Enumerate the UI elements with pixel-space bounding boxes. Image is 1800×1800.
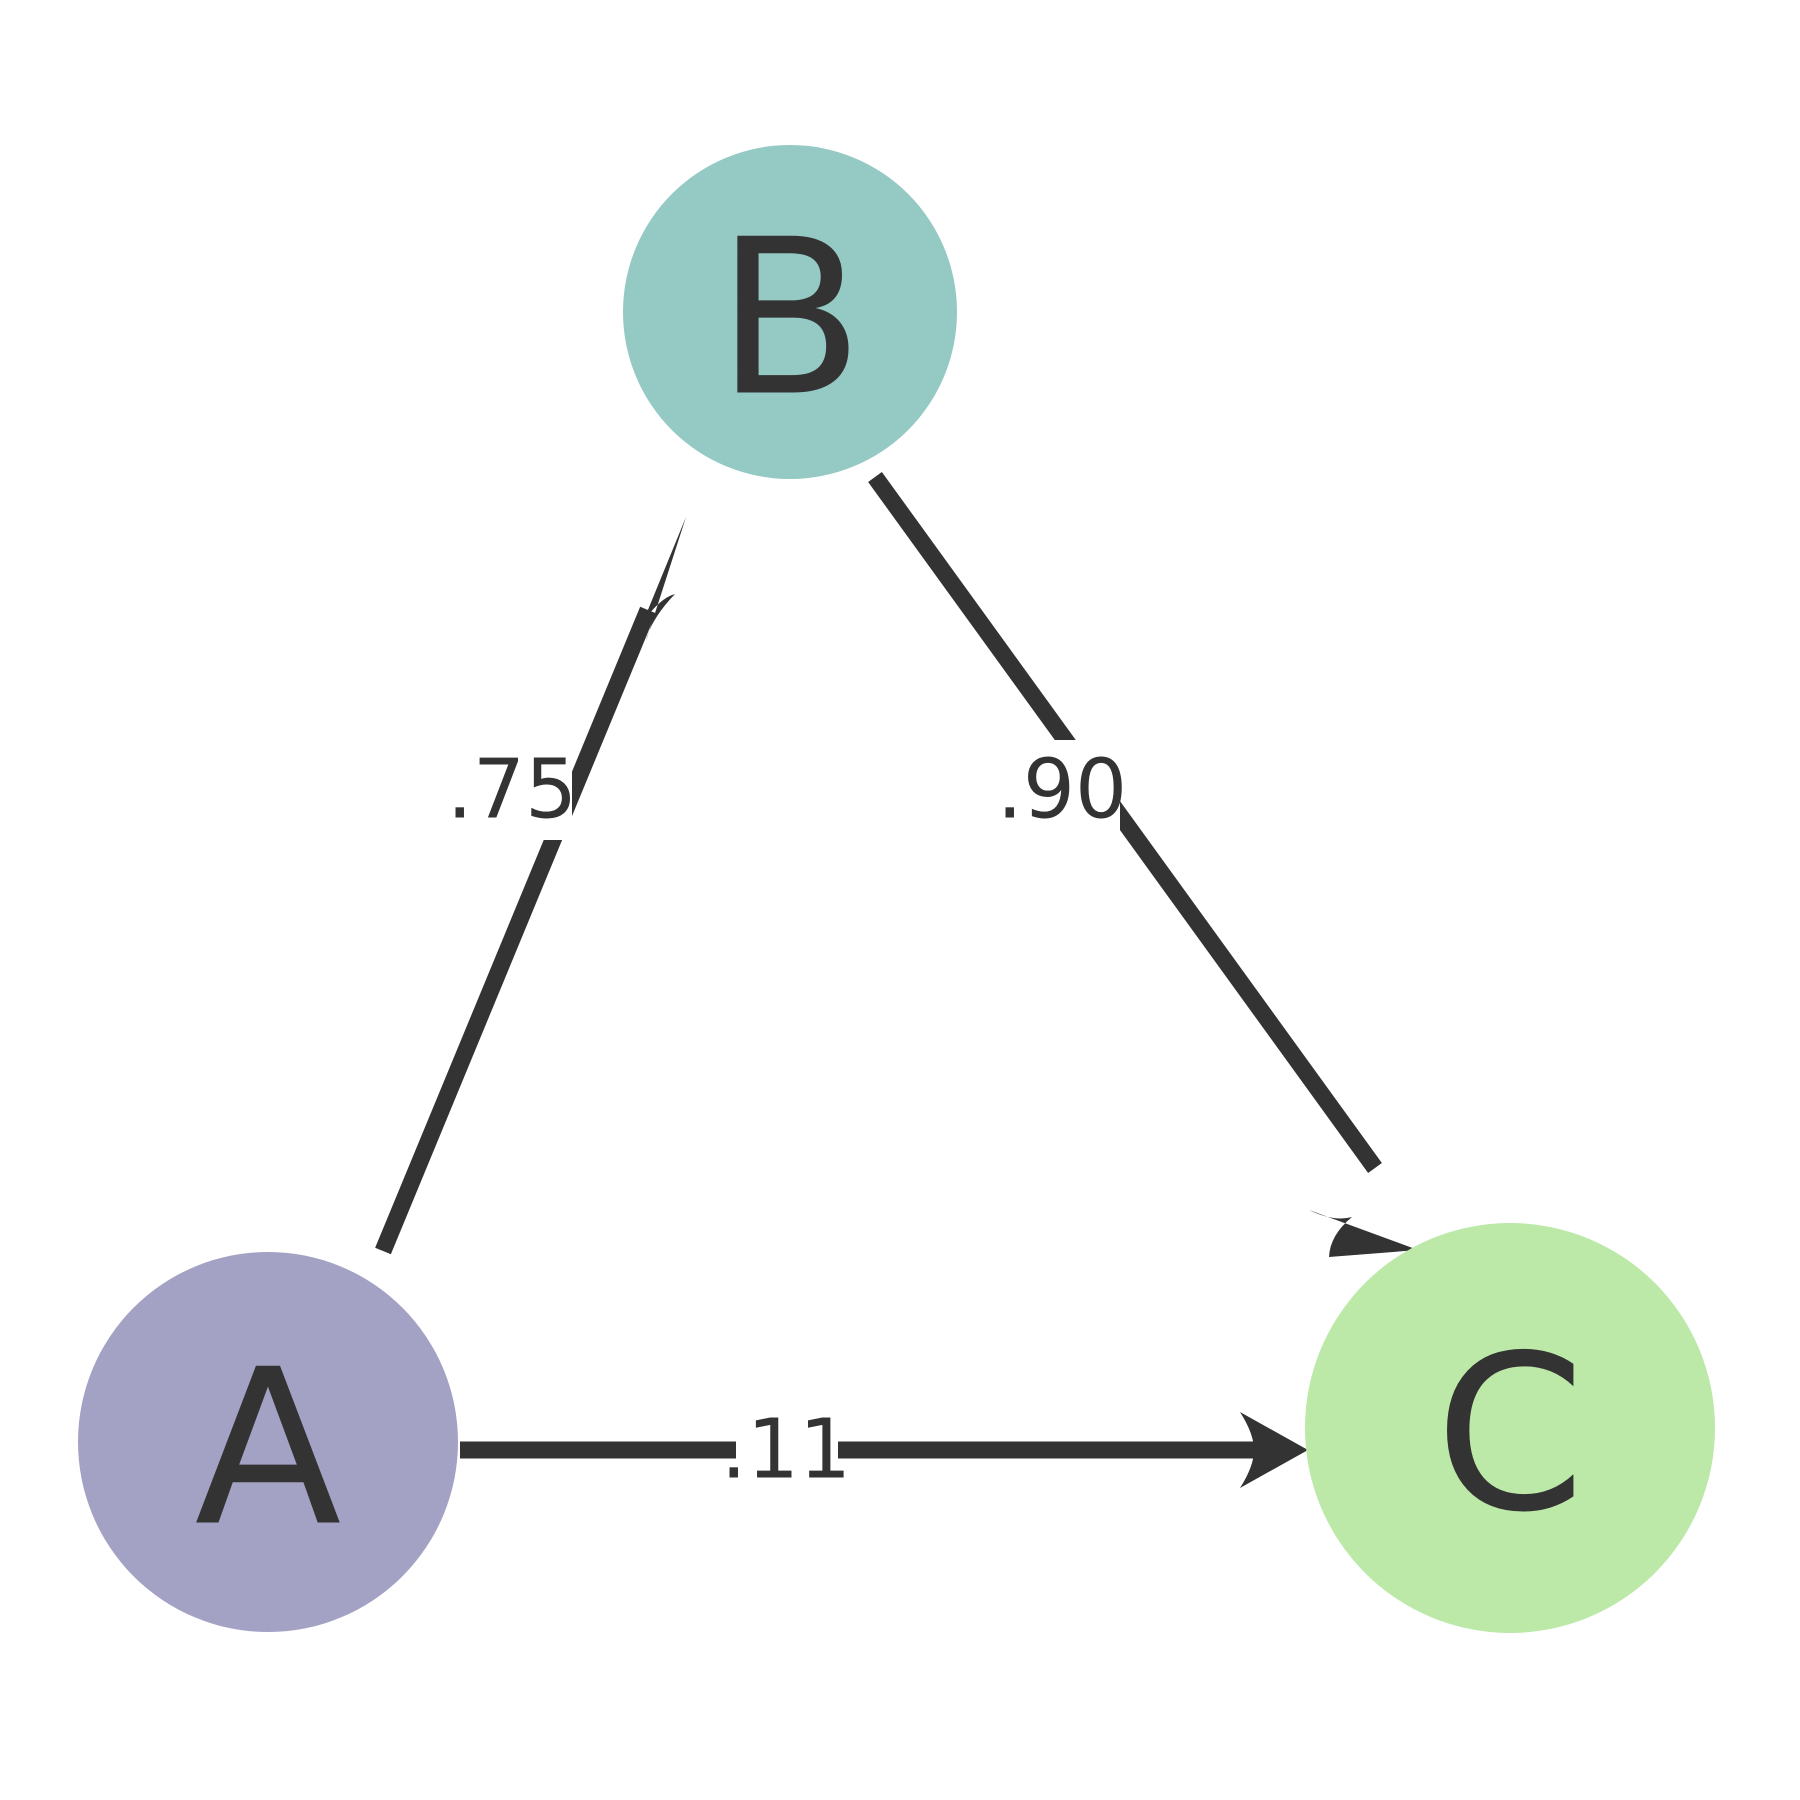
edge-label-bg-b-c [1012,740,1120,840]
edge-line-b-c [868,472,1382,1173]
edge-label-bg-a-c [736,1404,838,1500]
node-b[interactable]: B [623,145,957,479]
edge-arrowhead-a-c [1240,1412,1308,1488]
edge-group-a-c[interactable]: .11 [460,1403,1308,1501]
edge-label-b-c: .90 [997,743,1127,838]
node-circle-c[interactable] [1305,1223,1715,1633]
node-circle-a[interactable] [78,1252,458,1632]
edge-arrowhead-b-c [1309,1210,1418,1257]
edge-line-a-b [375,606,656,1255]
edge-group-a-b[interactable]: .75 [375,517,686,1255]
node-circle-b[interactable] [623,145,957,479]
node-label-a: A [194,1323,341,1574]
edge-label-bg-a-b [462,740,572,840]
node-c[interactable]: C [1305,1223,1715,1633]
node-label-b: B [716,193,864,444]
edge-arrowhead-a-b [643,517,686,641]
edge-group-b-c[interactable]: .90 [868,472,1418,1257]
node-a[interactable]: A [78,1252,458,1632]
edge-label-a-c: .11 [721,1403,851,1498]
edge-label-a-b: .75 [447,743,577,838]
node-label-c: C [1435,1309,1585,1560]
